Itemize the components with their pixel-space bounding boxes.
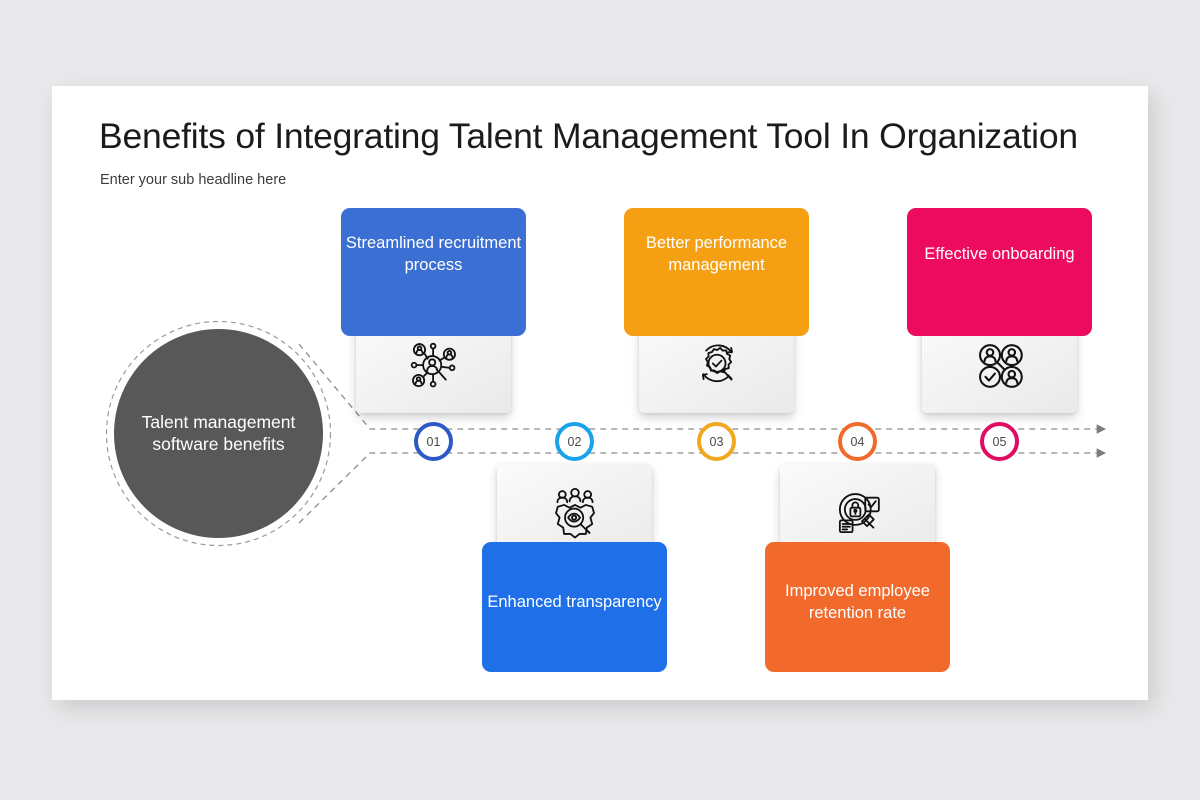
timeline-marker-label: 04 xyxy=(850,434,865,449)
timeline-marker-05[interactable]: 05 xyxy=(980,422,1019,461)
benefit-pocket xyxy=(482,542,667,672)
page-title: Benefits of Integrating Talent Managemen… xyxy=(99,116,1078,156)
benefit-label: Enhanced transparency xyxy=(487,593,662,611)
people-check-group-icon xyxy=(978,343,1023,388)
benefit-enhanced-transparency[interactable]: Enhanced transparency xyxy=(482,464,667,672)
benefit-label: Effective onboarding xyxy=(924,245,1075,263)
timeline-marker-04[interactable]: 04 xyxy=(838,422,877,461)
page-subtitle: Enter your sub headline here xyxy=(100,172,287,188)
benefit-label: Streamlined recruitment process xyxy=(345,234,522,274)
timeline-marker-02[interactable]: 02 xyxy=(555,422,594,461)
timeline-marker-03[interactable]: 03 xyxy=(697,422,736,461)
benefit-pocket xyxy=(907,208,1092,336)
team-gear-eye-icon xyxy=(554,487,595,539)
benefit-label: Better performance management xyxy=(645,234,788,274)
benefit-pocket xyxy=(624,208,809,336)
timeline-marker-label: 05 xyxy=(992,434,1007,449)
infographic-stage: Talent management software benefits Stre… xyxy=(52,86,1148,700)
hub-circle[interactable]: Talent management software benefits xyxy=(114,329,323,538)
timeline-marker-label: 03 xyxy=(709,434,724,449)
talent-network-search-icon xyxy=(410,342,456,387)
gear-check-magnifier-icon xyxy=(701,343,733,382)
benefit-improved-employee-retention-rate[interactable]: Improved employee retention rate xyxy=(765,464,950,672)
hub-label: Talent management software benefits xyxy=(141,412,296,454)
slide-panel: Benefits of Integrating Talent Managemen… xyxy=(52,86,1148,700)
benefit-effective-onboarding[interactable]: Effective onboarding xyxy=(907,208,1092,413)
benefit-pocket xyxy=(765,542,950,672)
timeline-marker-01[interactable]: 01 xyxy=(414,422,453,461)
lock-magnifier-checklist-icon xyxy=(838,493,880,534)
timeline-marker-label: 01 xyxy=(426,434,441,449)
timeline-marker-label: 02 xyxy=(567,434,582,449)
benefit-label: Improved employee retention rate xyxy=(785,582,930,622)
benefit-streamlined-recruitment-process[interactable]: Streamlined recruitment process xyxy=(341,208,526,413)
benefit-pocket xyxy=(341,208,526,336)
benefit-better-performance-management[interactable]: Better performance management xyxy=(624,208,809,413)
